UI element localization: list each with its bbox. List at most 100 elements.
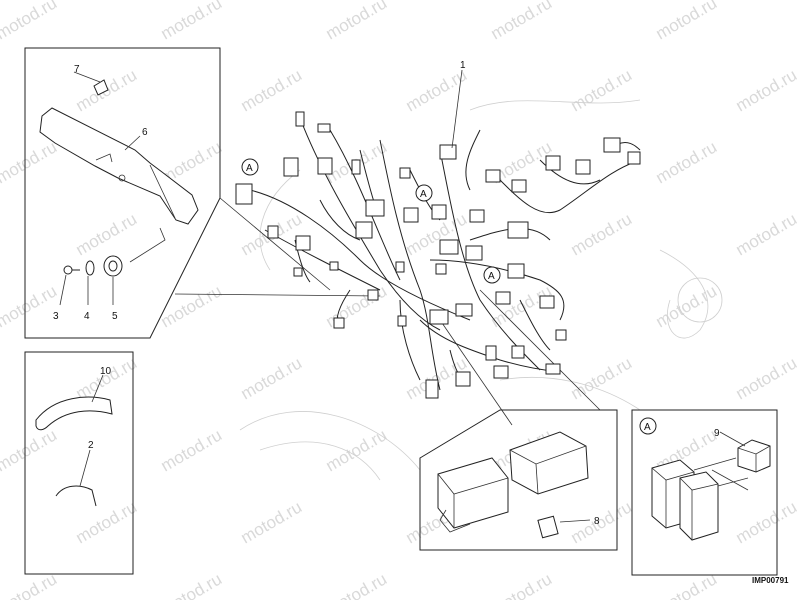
watermark-text: motod.ru bbox=[0, 281, 60, 331]
watermark-text: motod.ru bbox=[238, 353, 306, 403]
connector bbox=[399, 167, 411, 179]
connector bbox=[329, 261, 339, 271]
fuse-box-housing bbox=[437, 457, 509, 529]
watermark-text: motod.ru bbox=[323, 0, 391, 43]
watermark-text: motod.ru bbox=[73, 353, 141, 403]
watermark-text: motod.ru bbox=[323, 425, 391, 475]
watermark-text: motod.ru bbox=[323, 281, 391, 331]
watermark-text: motod.ru bbox=[653, 281, 721, 331]
watermark-text: motod.ru bbox=[158, 281, 226, 331]
watermark-text: motod.ru bbox=[733, 65, 800, 115]
connector bbox=[431, 204, 447, 220]
watermark-text: motod.ru bbox=[238, 497, 306, 547]
connector bbox=[485, 169, 501, 183]
connector bbox=[435, 263, 447, 275]
connector bbox=[355, 221, 373, 239]
connector bbox=[295, 111, 305, 127]
connector bbox=[425, 379, 439, 399]
watermark-text: motod.ru bbox=[238, 65, 306, 115]
detail-marker-a: A bbox=[483, 266, 501, 284]
connector bbox=[397, 315, 407, 327]
relay-holder-right bbox=[679, 471, 719, 541]
svg-text:A: A bbox=[246, 163, 253, 174]
callout-3: 3 bbox=[53, 311, 59, 322]
detail-marker-a: A bbox=[639, 417, 657, 435]
connector bbox=[317, 157, 333, 175]
background-frame-ghost bbox=[239, 99, 723, 481]
connector bbox=[317, 123, 331, 133]
watermark-text: motod.ru bbox=[403, 65, 471, 115]
bracket-arm-part bbox=[39, 107, 199, 225]
connector bbox=[293, 267, 303, 277]
connector bbox=[365, 199, 385, 217]
main-wiring-harness: 1 A A A bbox=[235, 60, 641, 399]
watermark-text: motod.ru bbox=[733, 497, 800, 547]
watermark-text: motod.ru bbox=[733, 209, 800, 259]
svg-text:A: A bbox=[644, 422, 651, 433]
watermark-text: motod.ru bbox=[158, 569, 226, 600]
callout-1: 1 bbox=[460, 60, 466, 71]
connector bbox=[485, 345, 497, 361]
watermark-text: motod.ru bbox=[653, 0, 721, 43]
watermark-text: motod.ru bbox=[0, 137, 60, 187]
connector bbox=[439, 144, 457, 160]
callout-7: 7 bbox=[74, 64, 80, 75]
callout-5: 5 bbox=[112, 311, 118, 322]
watermark-text: motod.ru bbox=[653, 137, 721, 187]
detail-marker-a: A bbox=[241, 158, 259, 176]
watermark-text: motod.ru bbox=[568, 209, 636, 259]
connector bbox=[295, 235, 311, 251]
callout-6: 6 bbox=[142, 127, 148, 138]
inset-relay-detail: A 9 bbox=[631, 409, 778, 576]
callout-10: 10 bbox=[100, 366, 112, 377]
watermark-text: motod.ru bbox=[733, 353, 800, 403]
inset-leader-lines bbox=[174, 197, 601, 426]
image-code: IMP00791 bbox=[752, 576, 789, 585]
watermark-text: motod.ru bbox=[73, 209, 141, 259]
connector bbox=[395, 261, 405, 273]
connector bbox=[367, 289, 379, 301]
connector bbox=[511, 345, 525, 359]
connector bbox=[493, 365, 509, 379]
fuse-part bbox=[537, 515, 559, 539]
watermark-text: motod.ru bbox=[0, 0, 60, 43]
connector bbox=[545, 363, 561, 375]
callout-8: 8 bbox=[594, 516, 600, 527]
connector bbox=[403, 207, 419, 223]
callout-9: 9 bbox=[714, 428, 720, 439]
watermark-text: motod.ru bbox=[158, 0, 226, 43]
callout-2: 2 bbox=[88, 440, 94, 451]
connector bbox=[465, 245, 483, 261]
inset-fuse-box: 8 bbox=[419, 409, 618, 551]
inset-covers: 10 2 bbox=[24, 351, 134, 575]
grommet-part bbox=[103, 255, 123, 277]
relay-part bbox=[737, 439, 771, 473]
watermark-text: motod.ru bbox=[488, 569, 556, 600]
washer-part bbox=[85, 260, 95, 276]
watermark-text: motod.ru bbox=[488, 0, 556, 43]
connector bbox=[545, 155, 561, 171]
connector bbox=[507, 221, 529, 239]
fuse-box-cover bbox=[509, 431, 589, 495]
callout-4: 4 bbox=[84, 311, 90, 322]
connector bbox=[429, 309, 449, 325]
detail-marker-a: A bbox=[415, 184, 433, 202]
connector bbox=[627, 151, 641, 165]
connector bbox=[555, 329, 567, 341]
inset-bracket-parts: 7 6 3 4 5 bbox=[24, 47, 221, 339]
connector bbox=[539, 295, 555, 309]
connector bbox=[267, 225, 279, 239]
watermark-text: motod.ru bbox=[568, 65, 636, 115]
svg-text:A: A bbox=[420, 189, 427, 200]
connector bbox=[455, 371, 471, 387]
connector bbox=[511, 179, 527, 193]
watermark-text: motod.ru bbox=[568, 353, 636, 403]
connector bbox=[495, 291, 511, 305]
watermark-text: motod.ru bbox=[323, 569, 391, 600]
connector bbox=[333, 317, 345, 329]
connector bbox=[235, 183, 253, 205]
connector bbox=[603, 137, 621, 153]
connector bbox=[507, 263, 525, 279]
connector bbox=[283, 157, 299, 177]
